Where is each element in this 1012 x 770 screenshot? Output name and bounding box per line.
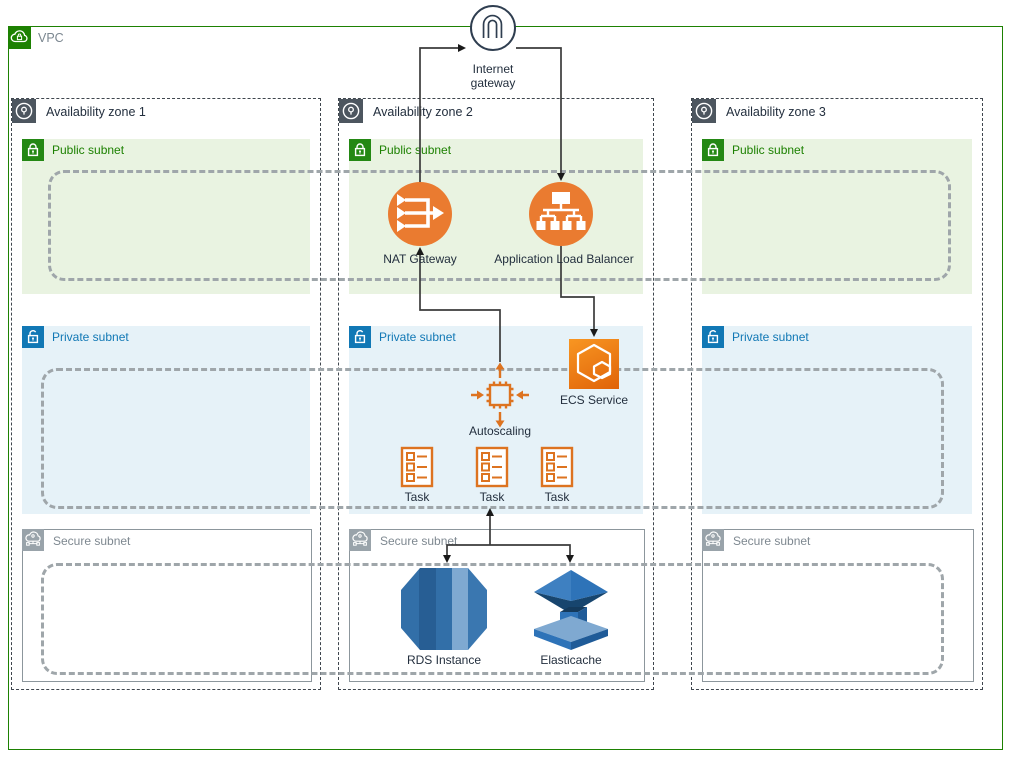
elasticache-label: Elasticache [540, 653, 602, 667]
subnet-label: Public subnet [52, 143, 125, 157]
security-group-boundary-private[interactable] [41, 368, 944, 509]
availability-zone-1[interactable]: Availability zone 1 Public subnet Privat… [11, 98, 321, 690]
load-balancer-icon [536, 192, 586, 230]
elasticache-icon [534, 570, 608, 650]
task-icon [475, 446, 509, 488]
secure-subnet-icon [22, 529, 44, 551]
subnet-label: Secure subnet [380, 534, 458, 548]
internet-gateway-node[interactable] [470, 5, 516, 51]
alb-node[interactable] [529, 182, 593, 246]
az-label: Availability zone 1 [46, 105, 146, 119]
ecs-service-label: ECS Service [559, 393, 629, 407]
subnet-label: Secure subnet [53, 534, 131, 548]
subnet-label: Private subnet [379, 330, 456, 344]
subnet-label: Private subnet [732, 330, 809, 344]
nat-gateway-node[interactable] [388, 182, 452, 246]
private-subnet-icon [349, 326, 371, 348]
az-label: Availability zone 3 [726, 105, 826, 119]
public-subnet-icon [22, 139, 44, 161]
rds-database-icon [401, 568, 487, 650]
ecs-service-icon [576, 343, 612, 383]
task-label-2: Task [479, 490, 505, 504]
public-subnet-icon [702, 139, 724, 161]
availability-zone-icon [339, 99, 363, 123]
private-subnet-az1[interactable]: Private subnet [22, 326, 310, 514]
secure-subnet-icon [702, 529, 724, 551]
rds-node[interactable] [401, 568, 487, 655]
task-label-3: Task [544, 490, 570, 504]
task-label-1: Task [404, 490, 430, 504]
secure-subnet-az1[interactable]: Secure subnet [22, 529, 312, 682]
task-node-3[interactable] [540, 446, 574, 493]
task-node-2[interactable] [475, 446, 509, 493]
autoscaling-label: Autoscaling [468, 424, 532, 438]
az-label: Availability zone 2 [373, 105, 473, 119]
private-subnet-icon [702, 326, 724, 348]
autoscaling-icon [471, 362, 529, 428]
availability-zone-icon [12, 99, 36, 123]
task-node-1[interactable] [400, 446, 434, 493]
vpc-icon [8, 26, 31, 49]
secure-subnet-icon [349, 529, 371, 551]
internet-gateway-label: Internet gateway [470, 62, 516, 90]
alb-label: Application Load Balancer [494, 252, 634, 266]
subnet-label: Public subnet [379, 143, 452, 157]
nat-gateway-label: NAT Gateway [383, 252, 457, 266]
subnet-label: Private subnet [52, 330, 129, 344]
subnet-label: Secure subnet [733, 534, 811, 548]
security-group-boundary-secure[interactable] [41, 563, 944, 675]
private-subnet-az3[interactable]: Private subnet [702, 326, 972, 514]
availability-zone-icon [692, 99, 716, 123]
public-subnet-icon [349, 139, 371, 161]
task-icon [400, 446, 434, 488]
public-subnet-az3[interactable]: Public subnet [702, 139, 972, 294]
private-subnet-icon [22, 326, 44, 348]
elasticache-node[interactable] [534, 568, 608, 655]
nat-gateway-icon [397, 194, 444, 232]
task-icon [540, 446, 574, 488]
public-subnet-az1[interactable]: Public subnet [22, 139, 310, 294]
rds-label: RDS Instance [406, 653, 482, 667]
autoscaling-node[interactable] [465, 360, 535, 430]
secure-subnet-az3[interactable]: Secure subnet [702, 529, 974, 682]
vpc-label: VPC [38, 31, 64, 45]
ecs-service-node[interactable] [569, 339, 619, 389]
availability-zone-3[interactable]: Availability zone 3 Public subnet Privat… [691, 98, 983, 690]
internet-gateway-icon [482, 14, 503, 38]
subnet-label: Public subnet [732, 143, 805, 157]
